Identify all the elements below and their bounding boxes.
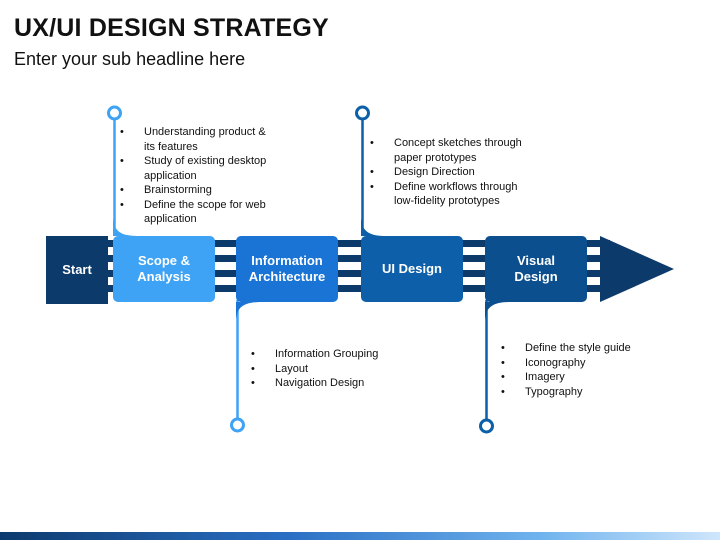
stage-2-label: Information Architecture bbox=[236, 236, 338, 302]
stage-3-box bbox=[361, 236, 463, 302]
stage-3-bullet-2: Design Direction bbox=[370, 165, 540, 180]
arrow-head bbox=[600, 236, 674, 302]
page-subtitle: Enter your sub headline here bbox=[14, 49, 246, 69]
stage-1-label-line1: Scope & bbox=[137, 253, 190, 268]
stage-4-bullet-4: Typography bbox=[501, 385, 671, 400]
stage-4-box bbox=[485, 236, 587, 302]
stage-2-label-line2: Architecture bbox=[248, 269, 326, 284]
stage-3-pin-circle bbox=[355, 105, 370, 121]
stage-1-label: Scope & Analysis bbox=[113, 236, 215, 302]
arrow-shaft-stripe-middle bbox=[100, 255, 610, 262]
stage-scope-analysis bbox=[107, 105, 215, 302]
stage-1-bullets: Understanding product & its features Stu… bbox=[120, 125, 270, 227]
stage-2-bullets: Information Grouping Layout Navigation D… bbox=[251, 347, 421, 391]
stage-2-bullet-2: Layout bbox=[251, 362, 421, 377]
stage-1-bullet-3: Brainstorming bbox=[120, 183, 270, 198]
stage-3-bullet-3: Define workflows through low-fidelity pr… bbox=[370, 180, 540, 209]
start-label: Start bbox=[46, 236, 108, 304]
start-block bbox=[46, 236, 108, 304]
arrow-shaft-stripe-lower bbox=[100, 270, 610, 277]
stage-3-bullet-1: Concept sketches through paper prototype… bbox=[370, 136, 540, 165]
stage-4-label-line2: Design bbox=[514, 269, 558, 284]
stage-1-bullet-2: Study of existing desktop application bbox=[120, 154, 270, 183]
stage-4-pin-circle bbox=[479, 418, 494, 434]
stage-visual-design bbox=[479, 236, 587, 434]
stage-2-bullet-3: Navigation Design bbox=[251, 376, 421, 391]
arrow-shaft-stripe-bottom bbox=[100, 285, 610, 292]
stage-1-bullet-4: Define the scope for web application bbox=[120, 198, 270, 227]
stage-2-label-line1: Information bbox=[251, 253, 323, 268]
stage-2-bullet-1: Information Grouping bbox=[251, 347, 421, 362]
stage-ui-design bbox=[355, 105, 463, 302]
arrow-shaft bbox=[100, 240, 610, 292]
page-title: UX/UI DESIGN STRATEGY bbox=[14, 14, 329, 42]
stage-3-bullets: Concept sketches through paper prototype… bbox=[370, 136, 540, 209]
stage-4-label-line1: Visual bbox=[516, 253, 556, 268]
stage-2-box bbox=[236, 236, 338, 302]
stage-4-bullet-3: Imagery bbox=[501, 370, 671, 385]
stage-3-label: UI Design bbox=[361, 236, 463, 302]
stage-1-tab bbox=[113, 218, 138, 236]
stage-4-label: Visual Design bbox=[485, 236, 587, 302]
stage-1-label-line2: Analysis bbox=[137, 269, 191, 284]
stage-4-bullet-1: Define the style guide bbox=[501, 341, 671, 356]
stage-3-label-line1: UI Design bbox=[382, 261, 442, 276]
stage-1-pin-circle bbox=[107, 105, 122, 121]
stage-information-architecture bbox=[230, 236, 338, 433]
stage-2-pin-circle bbox=[230, 417, 245, 433]
stage-3-tab bbox=[361, 218, 386, 236]
start-label-text: Start bbox=[62, 262, 92, 277]
bottom-accent-bar bbox=[0, 532, 720, 540]
stage-1-box bbox=[113, 236, 215, 302]
stage-4-tab bbox=[485, 302, 511, 320]
stage-1-bullet-1: Understanding product & its features bbox=[120, 125, 270, 154]
stage-4-bullets: Define the style guide Iconography Image… bbox=[501, 341, 671, 399]
stage-4-bullet-2: Iconography bbox=[501, 356, 671, 371]
stage-2-tab bbox=[236, 302, 262, 320]
arrow-shaft-stripe-top bbox=[100, 240, 610, 247]
